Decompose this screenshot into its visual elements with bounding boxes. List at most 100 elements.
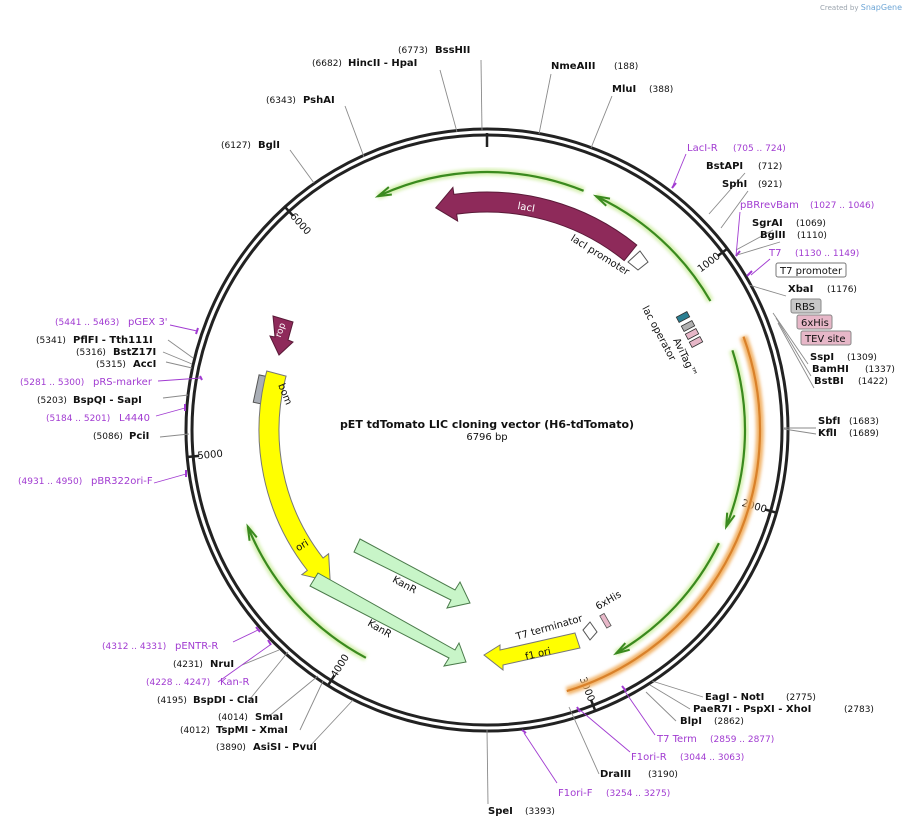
enzyme-pos: (3190) <box>648 770 678 780</box>
leader-line <box>299 680 324 731</box>
leader-line <box>748 284 787 297</box>
enzyme-name: PshAI <box>303 95 335 106</box>
enzyme-label-bstbi: BstBI (1422) <box>814 376 888 387</box>
primer-leader-line <box>750 258 771 276</box>
primer-mark <box>521 729 527 734</box>
primer-name: pGEX 3' <box>128 317 168 328</box>
enzyme-pos: (1689) <box>849 429 879 439</box>
enzyme-label-pflfi-tth111i: (5341) PflFI - Tth111I <box>36 335 153 346</box>
kanr-arrow-1 <box>353 538 471 609</box>
leader-line <box>645 691 677 722</box>
enzyme-name: SgrAI <box>752 218 783 229</box>
avitag-box <box>680 319 696 333</box>
enzyme-pos: (5316) <box>76 348 106 358</box>
enzyme-label-acci: (5315) AccI <box>96 359 156 370</box>
primer-name: pENTR-R <box>175 641 218 652</box>
enzyme-pos: (1110) <box>797 231 827 241</box>
tick-mark <box>589 699 597 712</box>
lac-operator-box <box>675 310 691 324</box>
enzyme-name: SspI <box>810 352 834 363</box>
primer-label-pbrrevbam: pBRrevBam (1027 .. 1046) <box>740 200 874 211</box>
orf-top-head <box>374 186 392 198</box>
enzyme-name: BstZ17I <box>113 347 156 358</box>
enzyme-name: BspDI - ClaI <box>193 695 258 706</box>
primer-leader-line <box>623 689 656 736</box>
enzyme-pos: (5086) <box>93 432 123 442</box>
enzyme-pos: (4231) <box>173 660 203 670</box>
enzyme-pos: (6127) <box>221 141 251 151</box>
primer-mark <box>746 270 753 277</box>
enzyme-label-sbfi: SbfI (1683) <box>818 416 879 427</box>
feature-label-6xhis: 6xHis <box>796 314 833 330</box>
primer-leader-line <box>579 709 631 753</box>
primer-label-t7: T7 (1130 .. 1149) <box>768 248 859 259</box>
leader-line <box>720 190 749 229</box>
enzyme-name: BamHI <box>812 364 849 375</box>
enzyme-name: AccI <box>133 359 156 370</box>
feature-name: TEV site <box>804 334 846 345</box>
feature-name: T7 promoter <box>779 266 843 277</box>
primer-range: (4931 .. 4950) <box>18 477 82 487</box>
primer-mark <box>267 639 272 646</box>
enzyme-name: BssHII <box>435 45 470 56</box>
orf-right-mid-head <box>724 512 736 530</box>
primer-range: (4228 .. 4247) <box>146 678 210 688</box>
primer-leader-line <box>735 211 741 257</box>
primer-name: LacI-R <box>687 143 718 154</box>
enzyme-name: XbaI <box>788 284 813 295</box>
feature-name: 6xHis <box>801 318 829 329</box>
enzyme-label-blpi: BlpI (2862) <box>680 716 744 727</box>
feature-label-t7-promoter: T7 promoter <box>775 262 847 278</box>
primer-label-f1ori-f: F1ori-F (3254 .. 3275) <box>558 788 670 799</box>
tick-mark <box>716 247 729 257</box>
enzyme-label-smai: (4014) SmaI <box>218 712 283 723</box>
enzyme-name: EagI - NotI <box>705 692 764 703</box>
enzyme-label-spei: SpeI (3393) <box>488 806 555 817</box>
laci-arrow <box>434 186 638 262</box>
enzyme-name: SphI <box>722 179 747 190</box>
feature-name: RBS <box>795 302 815 313</box>
leader-line <box>735 229 774 251</box>
rop-arrow <box>269 315 294 356</box>
orf-right-upper-head <box>592 194 611 207</box>
primer-range: (5184 .. 5201) <box>46 414 110 424</box>
enzyme-label-bstapi: BstAPI (712) <box>706 161 782 172</box>
orf-right-mid-line <box>725 349 747 528</box>
primer-leader-line <box>155 407 186 417</box>
leader-line <box>159 433 190 438</box>
orf-top-line <box>377 171 585 198</box>
tick-label: 5000 <box>197 449 223 462</box>
enzyme-name: NruI <box>210 659 234 670</box>
orf-right-lower-line <box>615 542 720 655</box>
orf-right-lower-head <box>613 642 630 656</box>
enzyme-name: SbfI <box>818 416 840 427</box>
leader-line <box>439 69 458 133</box>
enzyme-label-bsshii: (6773) BssHII <box>398 45 470 56</box>
primer-range: (5281 .. 5300) <box>20 378 84 388</box>
credit-prefix: Created by <box>820 4 859 12</box>
enzyme-label-kfli: KflI (1689) <box>818 428 879 439</box>
laci-label: lacI <box>517 201 536 215</box>
enzyme-name: BspQI - SapI <box>73 395 142 406</box>
primer-name: Kan-R <box>220 677 249 688</box>
primer-range: (1130 .. 1149) <box>795 249 859 259</box>
tick-mark <box>187 454 200 459</box>
leader-line <box>486 729 489 805</box>
enzyme-name: DraIII <box>600 769 631 780</box>
primer-label-f1ori-r: F1ori-R (3044 .. 3063) <box>631 752 744 763</box>
primer-name: pBRrevBam <box>740 200 799 211</box>
leader-line <box>241 649 280 666</box>
enzyme-name: SpeI <box>488 806 513 817</box>
label-box <box>775 262 847 278</box>
laci-promoter-arrow <box>627 250 649 271</box>
primer-label-pbr322ori-f: (4931 .. 4950) pBR322ori-F <box>18 476 153 487</box>
enzyme-label-mlui: MluI (388) <box>612 84 673 95</box>
enzyme-name: BstBI <box>814 376 844 387</box>
primer-leader-line <box>232 629 259 643</box>
enzyme-name: PflFI - Tth111I <box>73 335 153 346</box>
enzyme-name: BglI <box>258 140 280 151</box>
enzyme-name: BstAPI <box>706 161 743 172</box>
leader-line <box>167 339 194 359</box>
tick-mark <box>284 206 294 217</box>
